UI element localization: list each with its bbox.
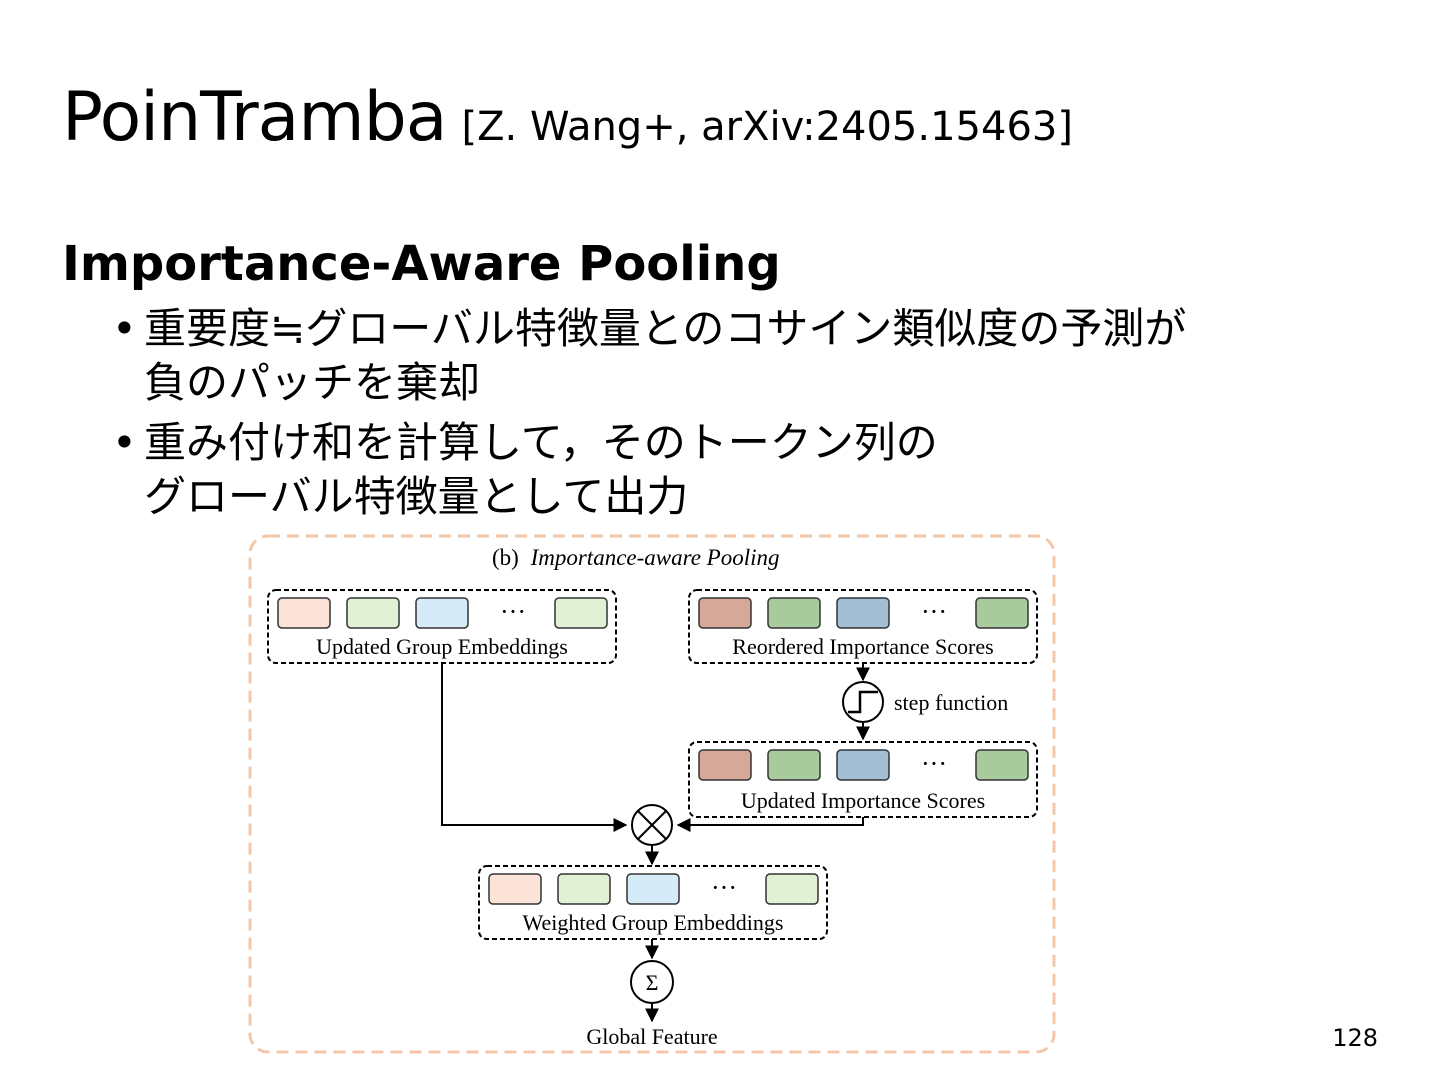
score-cell [975,597,1029,629]
embedding-cell [626,873,680,905]
score-cell [767,597,821,629]
reordered-importance-scores-box: ··· Reordered Importance Scores [688,589,1038,664]
score-cell [767,749,821,781]
updated-importance-scores-label: Updated Importance Scores [741,788,985,813]
embedding-cell [554,597,608,629]
sum-icon: Σ [630,960,674,1004]
bullet-line: 重要度≒グローバル特徴量とのコサイン類似度の予測が [144,304,1187,353]
bullet-item: • 重み付け和を計算して，そのトークン列の グローバル特徴量として出力 [112,416,1372,524]
ellipsis: ··· [921,597,947,626]
section-heading: Importance-Aware Pooling [62,236,781,292]
caption-title: Importance-aware Pooling [530,545,780,570]
step-function-label: step function [894,690,1008,715]
bullet-list: • 重要度≒グローバル特徴量とのコサイン類似度の予測が 負のパッチを棄却 • 重… [112,302,1372,530]
score-cell [698,749,752,781]
step-function-icon [842,681,884,723]
score-cell [698,597,752,629]
ellipsis: ··· [500,597,526,626]
updated-importance-scores-box: ··· Updated Importance Scores [688,741,1038,818]
bullet-line: グローバル特徴量として出力 [144,472,689,521]
updated-group-embeddings-box: ··· Updated Group Embeddings [267,589,617,664]
weighted-group-embeddings-label: Weighted Group Embeddings [523,910,784,935]
slide-title: PoinTramba [Z. Wang+, arXiv:2405.15463] [62,78,1073,157]
multiply-icon [631,804,673,846]
ellipsis: ··· [711,873,737,902]
bullet-item: • 重要度≒グローバル特徴量とのコサイン類似度の予測が 負のパッチを棄却 [112,302,1372,410]
score-cell [975,749,1029,781]
figure-caption: (b) Importance-aware Pooling [492,545,780,570]
ellipsis: ··· [921,749,947,778]
reordered-importance-scores-label: Reordered Importance Scores [732,634,993,659]
embedding-cell [488,873,542,905]
embedding-cell [346,597,400,629]
figure-border [248,534,1056,1054]
page-number: 128 [1332,1024,1378,1052]
bullet-line: 重み付け和を計算して，そのトークン列の [144,418,938,467]
bullet-dot: • [112,304,137,353]
title-main: PoinTramba [62,78,447,157]
global-feature-label: Global Feature [586,1024,717,1049]
score-cell [836,749,890,781]
embedding-cell [277,597,331,629]
title-reference: [Z. Wang+, arXiv:2405.15463] [461,104,1073,150]
bullet-line: 負のパッチを棄却 [144,358,481,407]
score-cell [836,597,890,629]
sum-symbol: Σ [646,970,659,995]
bullet-dot: • [112,418,137,467]
caption-prefix: (b) [492,545,519,570]
embedding-cell [557,873,611,905]
weighted-group-embeddings-box: ··· Weighted Group Embeddings [478,865,828,940]
updated-group-embeddings-label: Updated Group Embeddings [316,634,568,659]
pooling-diagram: (b) Importance-aware Pooling ··· Updated… [238,530,1062,1058]
embedding-cell [765,873,819,905]
embedding-cell [415,597,469,629]
